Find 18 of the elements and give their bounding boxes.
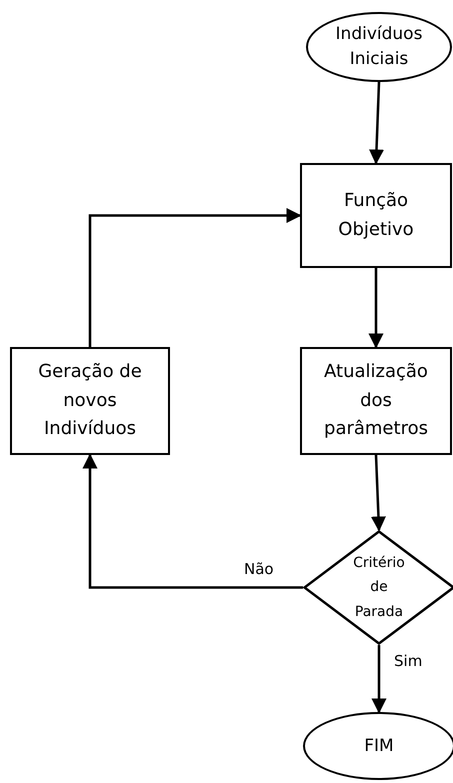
arrow (370, 454, 386, 532)
process-box (10, 347, 170, 455)
node-label: Critério de Parada (352, 554, 406, 622)
node-label: Função Objetivo (337, 188, 415, 242)
node-label: FIM (363, 734, 395, 758)
edge-label: Sim (392, 654, 424, 669)
node-label: Indivíduos Iniciais (334, 23, 424, 71)
arrow (368, 268, 384, 348)
arrow (369, 82, 384, 164)
arrow (88, 208, 302, 347)
arrow (372, 645, 386, 714)
edge-label: Não (242, 562, 276, 577)
arrow (82, 454, 303, 589)
process-box (300, 347, 452, 455)
node-label: Atualização dos parâmetros (323, 360, 429, 442)
decision-diamond (303, 530, 453, 645)
node-label: Geração de novos Indivíduos (37, 360, 143, 442)
process-box (300, 163, 452, 268)
